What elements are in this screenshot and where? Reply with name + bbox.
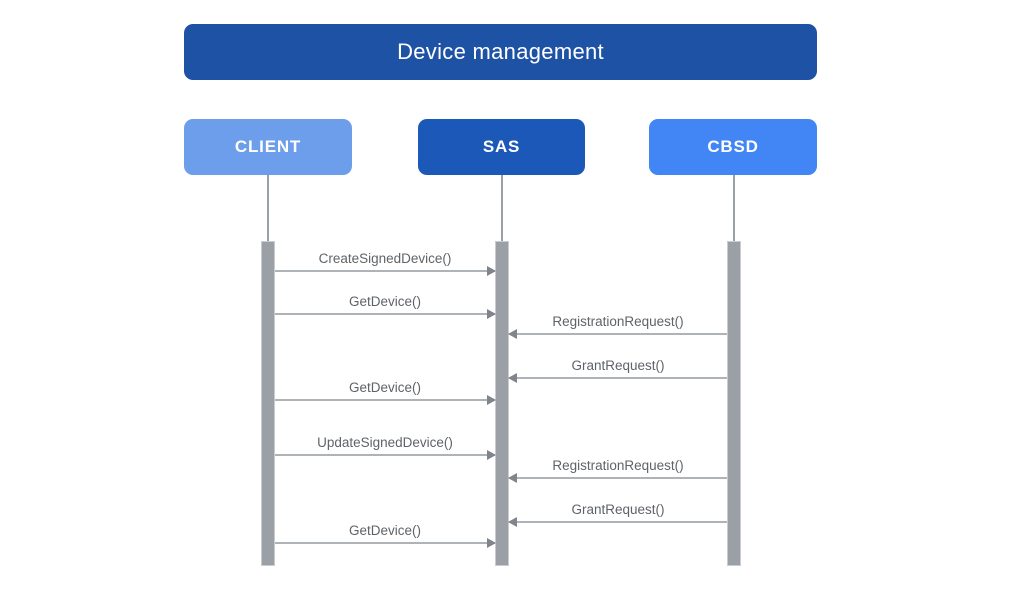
message-label: CreateSignedDevice() <box>318 251 452 266</box>
message-get-device-3: GetDevice() <box>275 522 496 548</box>
message-create-signed-device: CreateSignedDevice() <box>275 250 496 276</box>
message-label: RegistrationRequest() <box>552 314 684 329</box>
actor-label-client: CLIENT <box>234 137 302 156</box>
message-update-signed-device: UpdateSignedDevice() <box>275 434 496 460</box>
arrowhead-left-icon <box>508 329 517 339</box>
arrowhead-right-icon <box>487 538 496 548</box>
lifeline-cbsd <box>733 175 735 241</box>
actor-label-cbsd: CBSD <box>707 137 759 156</box>
message-label: GrantRequest() <box>571 358 665 373</box>
message-arrow-right <box>275 309 496 319</box>
message-label: GetDevice() <box>348 523 421 538</box>
message-label: GetDevice() <box>348 294 421 309</box>
message-label: GetDevice() <box>348 380 421 395</box>
activation-bar-sas <box>495 241 509 566</box>
message-get-device-1: GetDevice() <box>275 293 496 319</box>
arrowhead-right-icon <box>487 395 496 405</box>
message-label: GrantRequest() <box>571 502 665 517</box>
message-arrow-left <box>508 373 727 383</box>
message-arrow-right <box>275 395 496 405</box>
actor-box-sas: SAS <box>418 119 585 175</box>
message-arrow-left <box>508 517 727 527</box>
message-grant-request-2: GrantRequest() <box>508 501 727 527</box>
arrowhead-right-icon <box>487 450 496 460</box>
arrowhead-left-icon <box>508 517 517 527</box>
activation-bar-cbsd <box>727 241 741 566</box>
message-arrow-left <box>508 473 727 483</box>
message-arrow-left <box>508 329 727 339</box>
message-arrow-right <box>275 450 496 460</box>
message-label: RegistrationRequest() <box>552 458 684 473</box>
message-arrow-right <box>275 266 496 276</box>
diagram-title-banner: Device management <box>184 24 817 80</box>
activation-bar-client <box>261 241 275 566</box>
message-registration-request-1: RegistrationRequest() <box>508 313 727 339</box>
actor-box-client: CLIENT <box>184 119 352 175</box>
message-grant-request-1: GrantRequest() <box>508 357 727 383</box>
lifeline-sas <box>501 175 503 241</box>
diagram-title: Device management <box>397 39 604 64</box>
message-get-device-2: GetDevice() <box>275 379 496 405</box>
arrowhead-right-icon <box>487 266 496 276</box>
arrowhead-left-icon <box>508 373 517 383</box>
arrowhead-right-icon <box>487 309 496 319</box>
actor-label-sas: SAS <box>482 137 521 156</box>
actor-box-cbsd: CBSD <box>649 119 817 175</box>
message-registration-request-2: RegistrationRequest() <box>508 457 727 483</box>
lifeline-client <box>267 175 269 241</box>
message-arrow-right <box>275 538 496 548</box>
arrowhead-left-icon <box>508 473 517 483</box>
message-label: UpdateSignedDevice() <box>317 435 453 450</box>
